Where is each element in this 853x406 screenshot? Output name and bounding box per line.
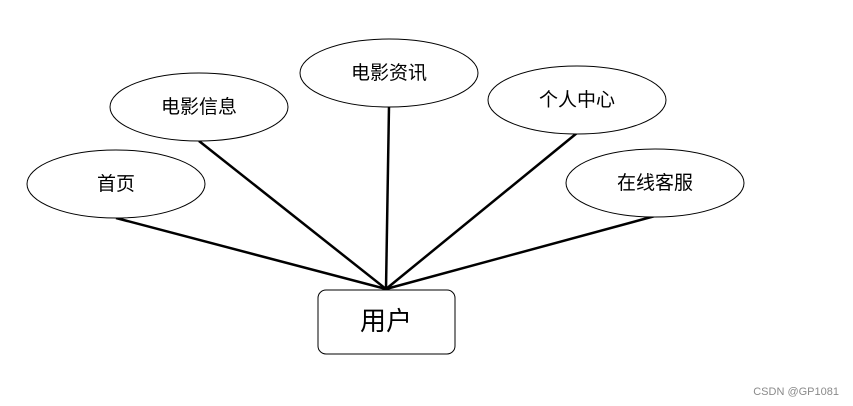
node-personal-center: 个人中心 [487,65,667,135]
node-movie-news-label: 电影资讯 [351,62,427,84]
connector-movie-news [384,105,391,290]
connector-personal-center [385,132,578,290]
connector-home [115,216,387,291]
center-entity-label: 用户 [360,307,412,337]
node-personal-center-label: 个人中心 [539,89,615,111]
node-online-service: 在线客服 [565,148,745,218]
watermark: CSDN @GP1081 [753,386,839,398]
connector-movie-info [198,140,387,290]
node-home: 首页 [26,149,206,219]
connector-online-service [385,214,656,291]
node-movie-info: 电影信息 [109,72,289,142]
node-home-label: 首页 [97,173,135,195]
node-movie-info-label: 电影信息 [161,96,237,118]
center-entity-user: 用户 [317,289,456,355]
node-online-service-label: 在线客服 [617,172,693,194]
node-movie-news: 电影资讯 [299,38,479,108]
